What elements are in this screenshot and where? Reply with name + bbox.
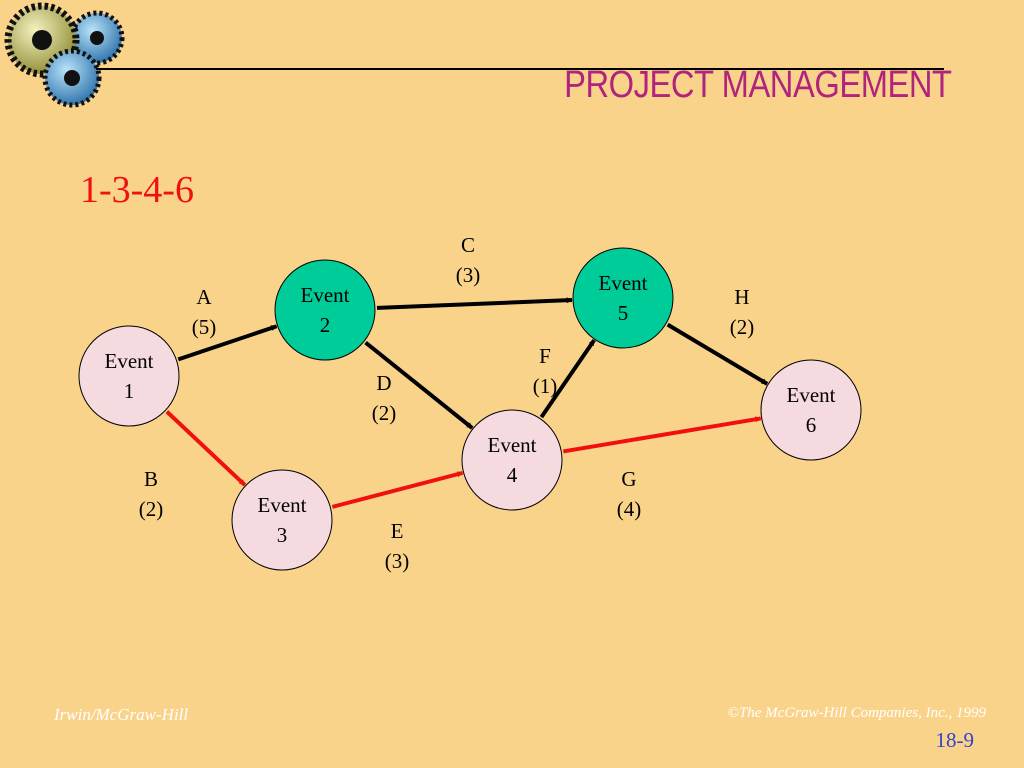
footer-copyright: ©The McGraw-Hill Companies, Inc., 1999 xyxy=(727,705,986,721)
event-node-6: Event 6 xyxy=(760,359,862,461)
event-node-number: 1 xyxy=(124,379,135,403)
event-node-circle xyxy=(231,469,333,571)
event-node-circle xyxy=(461,409,563,511)
activity-name-h: H xyxy=(734,285,749,309)
activity-arrow-c xyxy=(376,297,573,310)
activity-arrow-b xyxy=(165,410,247,487)
activity-duration-e: (3) xyxy=(385,549,410,573)
activity-arrow-g xyxy=(562,416,762,454)
activity-arrow-d xyxy=(364,340,474,430)
gears-logo-icon xyxy=(4,2,125,108)
event-node-label: Event xyxy=(599,271,648,295)
event-node-label: Event xyxy=(787,383,836,407)
event-node-3: Event 3 xyxy=(231,469,333,571)
event-node-5: Event 5 xyxy=(572,247,674,349)
activity-duration-f: (1) xyxy=(533,374,558,398)
activity-name-a: A xyxy=(196,285,212,309)
blue-gear-bottom-icon xyxy=(42,48,102,108)
activity-arrow-a xyxy=(177,324,278,362)
critical-path-label: 1-3-4-6 xyxy=(80,169,194,211)
activity-name-d: D xyxy=(376,371,391,395)
activity-name-f: F xyxy=(539,344,551,368)
event-node-circle xyxy=(760,359,862,461)
activity-duration-g: (4) xyxy=(617,497,642,521)
footer-publisher: Irwin/McGraw-Hill xyxy=(54,705,189,724)
activity-duration-a: (5) xyxy=(192,315,217,339)
event-node-1: Event 1 xyxy=(78,325,180,427)
event-node-label: Event xyxy=(488,433,537,457)
activity-duration-h: (2) xyxy=(730,315,755,339)
activity-duration-b: (2) xyxy=(139,497,164,521)
activity-name-g: G xyxy=(621,467,636,491)
event-node-number: 5 xyxy=(618,301,629,325)
page-number: 18-9 xyxy=(935,728,975,752)
activity-name-b: B xyxy=(144,467,158,491)
event-node-number: 2 xyxy=(320,313,331,337)
activity-duration-d: (2) xyxy=(372,401,397,425)
event-node-circle xyxy=(274,259,376,361)
activity-duration-c: (3) xyxy=(456,263,481,287)
event-node-4: Event 4 xyxy=(461,409,563,511)
event-node-number: 3 xyxy=(277,523,288,547)
activity-arrow-h xyxy=(666,322,769,386)
page-title: PROJECT MANAGEMENT xyxy=(564,64,953,106)
activity-arrow-e xyxy=(331,470,464,509)
event-node-label: Event xyxy=(301,283,350,307)
activity-name-e: E xyxy=(391,519,404,543)
activity-arrow-f xyxy=(539,338,596,419)
event-node-number: 4 xyxy=(507,463,518,487)
title-rule xyxy=(96,68,944,70)
activity-name-c: C xyxy=(461,233,475,257)
event-node-circle xyxy=(572,247,674,349)
event-node-number: 6 xyxy=(806,413,817,437)
event-node-2: Event 2 xyxy=(274,259,376,361)
event-node-label: Event xyxy=(105,349,154,373)
event-node-label: Event xyxy=(258,493,307,517)
event-node-circle xyxy=(78,325,180,427)
